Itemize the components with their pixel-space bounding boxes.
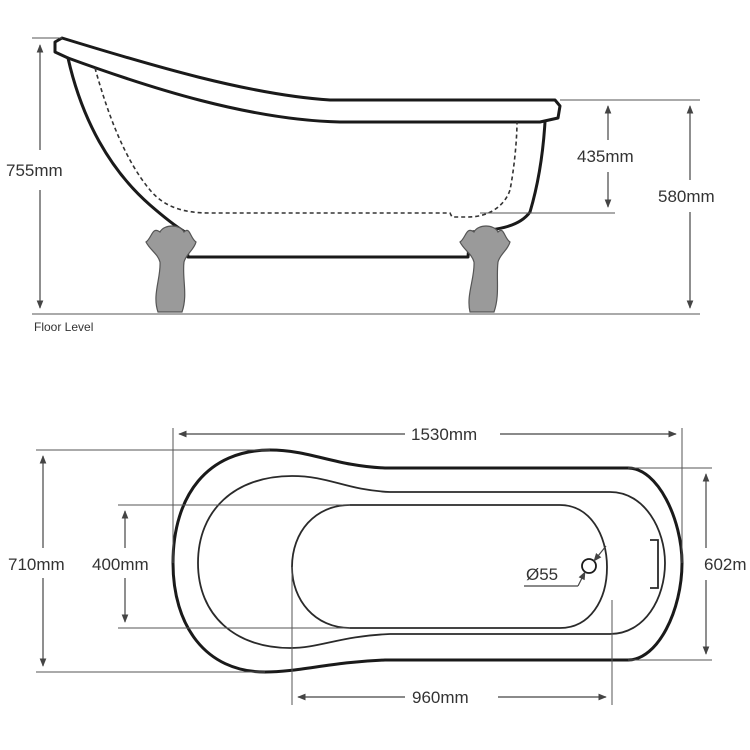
- plan-view: Ø55 1530mm 710mm 400mm 602m 960mm: [8, 425, 747, 707]
- dim-label-waste: Ø55: [526, 565, 558, 584]
- dim-label-depth-inner: 435mm: [577, 147, 634, 166]
- dim-label-height-total: 755mm: [6, 161, 63, 180]
- tub-plan-basin: [291, 504, 608, 629]
- foot-left: [145, 225, 197, 313]
- dim-label-length: 1530mm: [411, 425, 477, 444]
- tub-inner-dashed: [94, 67, 518, 218]
- waste-hole: [581, 558, 597, 574]
- dim-label-width-total: 710mm: [8, 555, 65, 574]
- overflow-notch: [650, 539, 659, 589]
- floor-level-label: Floor Level: [34, 320, 93, 334]
- side-view: Floor Level 755mm 435mm 580mm: [6, 36, 715, 334]
- dim-label-height-rim: 580mm: [658, 187, 715, 206]
- tub-side-outline: [66, 56, 547, 259]
- dim-label-length-inner: 960mm: [412, 688, 469, 707]
- tub-plan-rim: [197, 475, 666, 649]
- dim-label-width-inner: 400mm: [92, 555, 149, 574]
- foot-right: [459, 225, 511, 313]
- dim-label-width-end: 602m: [704, 555, 747, 574]
- tub-rim: [53, 36, 562, 124]
